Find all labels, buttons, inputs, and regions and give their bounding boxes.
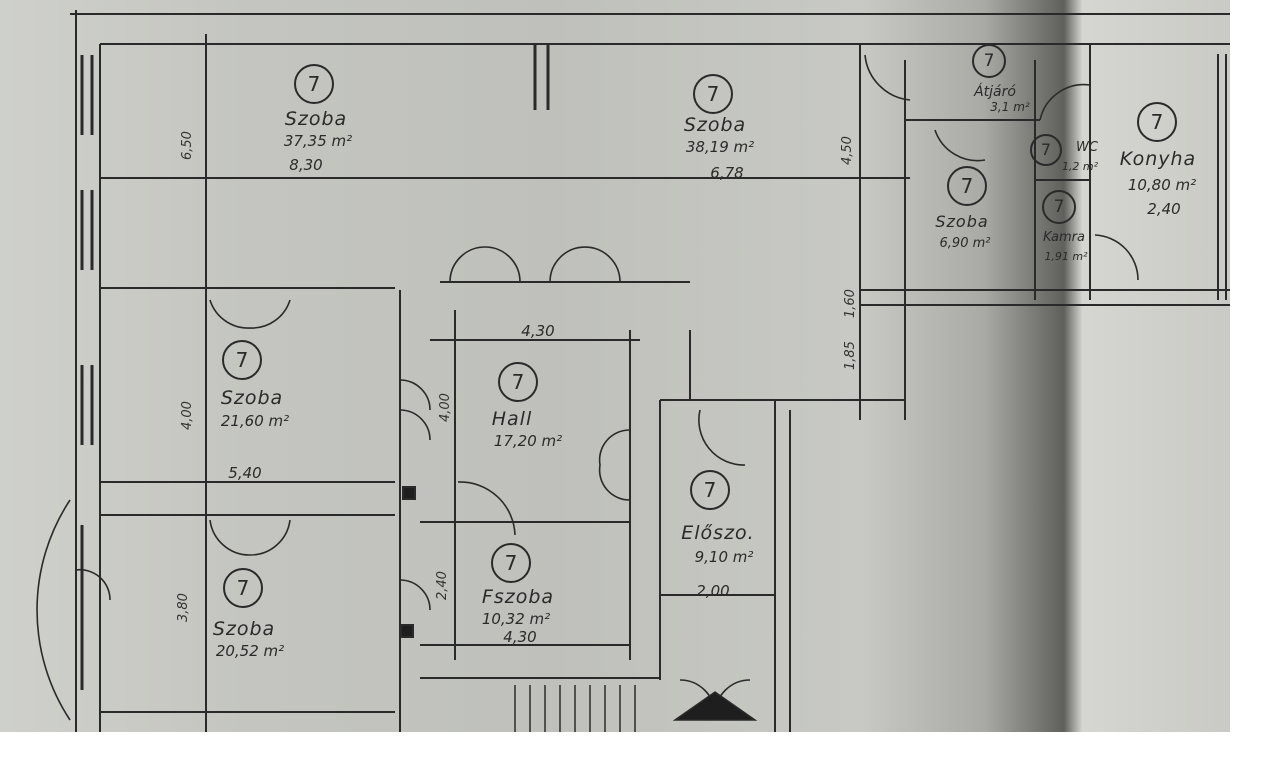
room-area: 37,35 m² xyxy=(283,132,353,150)
chimney-markers xyxy=(400,486,416,638)
room-area: 1,91 m² xyxy=(1044,250,1088,263)
room-number-badge: 7 xyxy=(1137,102,1177,142)
stairs xyxy=(514,685,758,732)
room-number-badge: 7 xyxy=(294,64,334,104)
walls xyxy=(70,10,1230,732)
room-name: WC xyxy=(1076,140,1098,155)
room-name: Kamra xyxy=(1042,230,1086,245)
dimension-label: 1,60 xyxy=(843,289,858,318)
room-dimension: 2,40 xyxy=(1147,200,1181,218)
room-number-badge: 7 xyxy=(1042,190,1076,224)
room-name: Átjáró xyxy=(974,84,1016,100)
dimension-label: 1,85 xyxy=(843,341,858,370)
dimension-label: 4,50 xyxy=(840,136,855,165)
room-number-badge: 7 xyxy=(690,470,730,510)
dimension-label: 2,40 xyxy=(435,571,450,600)
room-number-badge: 7 xyxy=(223,568,263,608)
windows xyxy=(80,44,550,690)
room-name: Konyha xyxy=(1119,148,1197,170)
room-dimension: 6,78 xyxy=(710,164,744,182)
floor-plan-drawing xyxy=(36,10,1230,732)
dimension-label: 4,00 xyxy=(438,393,453,422)
room-area: 1,2 m² xyxy=(1061,160,1099,173)
room-area: 38,19 m² xyxy=(685,138,755,156)
room-area: 6,90 m² xyxy=(939,236,991,251)
room-area: 3,1 m² xyxy=(990,100,1030,114)
room-name: Szoba xyxy=(212,618,276,640)
room-name: Szoba xyxy=(935,212,989,231)
room-dimension: 4,30 xyxy=(503,628,537,646)
room-name: Hall xyxy=(491,408,533,430)
dimension-label: 3,80 xyxy=(176,593,191,622)
dimension-label: 4,00 xyxy=(180,401,195,430)
room-dimension: 4,30 xyxy=(521,322,555,340)
room-dimension: 8,30 xyxy=(289,156,323,174)
room-number-badge: 7 xyxy=(693,74,733,114)
room-number-badge: 7 xyxy=(972,44,1006,78)
room-area: 21,60 m² xyxy=(220,412,290,430)
door-swings xyxy=(36,54,1139,721)
dimension-label: 6,50 xyxy=(180,131,195,160)
room-number-badge: 7 xyxy=(498,362,538,402)
room-dimension: 5,40 xyxy=(228,464,262,482)
room-dimension: 2,00 xyxy=(696,582,730,600)
room-area: 10,80 m² xyxy=(1127,176,1197,194)
room-number-badge: 7 xyxy=(1030,134,1062,166)
room-name: Fszoba xyxy=(481,586,555,608)
room-name: Előszo. xyxy=(681,522,755,544)
room-area: 9,10 m² xyxy=(694,548,754,566)
room-name: Szoba xyxy=(220,387,284,409)
room-name: Szoba xyxy=(284,108,348,130)
room-area: 20,52 m² xyxy=(215,642,285,660)
room-number-badge: 7 xyxy=(222,340,262,380)
room-area: 17,20 m² xyxy=(493,432,563,450)
room-number-badge: 7 xyxy=(947,166,987,206)
room-number-badge: 7 xyxy=(491,543,531,583)
room-area: 10,32 m² xyxy=(481,610,551,628)
room-name: Szoba xyxy=(683,114,747,136)
